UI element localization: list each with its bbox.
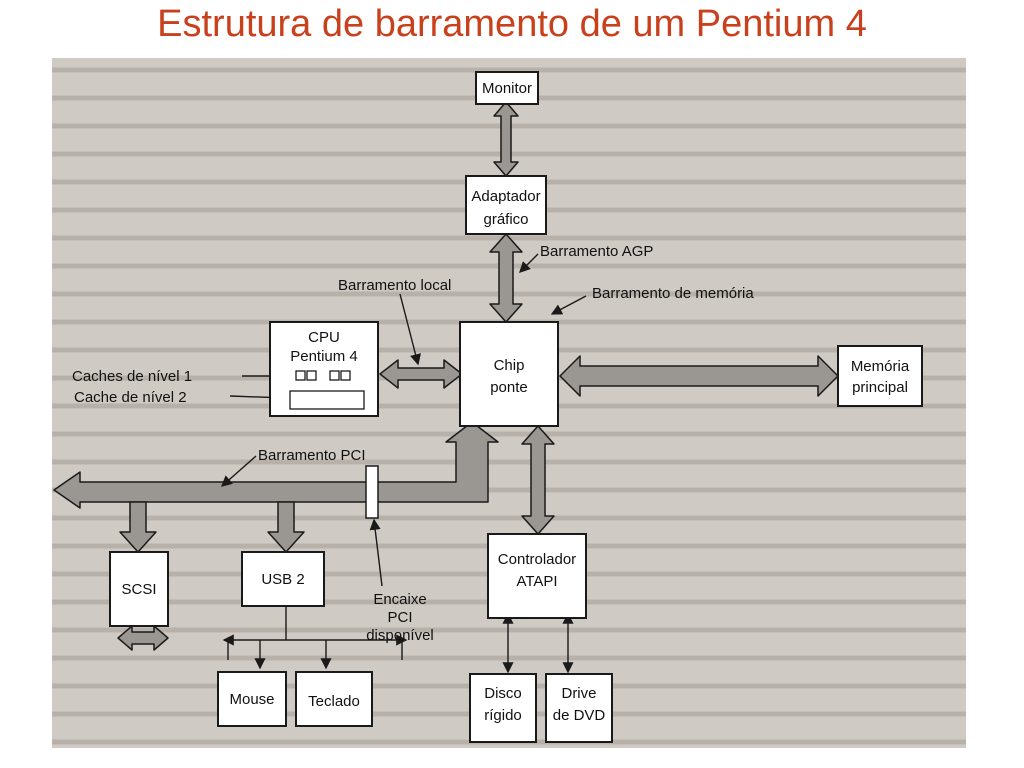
l1-cache-d xyxy=(340,370,351,381)
graphics-adapter-label-1: Adaptador xyxy=(471,188,540,205)
bus-arrow-pci-usb xyxy=(267,501,305,553)
atapi-label-2: ATAPI xyxy=(516,573,557,590)
bus-diagram: Monitor Adaptador gráfico CPU Pentium 4 … xyxy=(52,67,966,745)
bus-arrow-scsi xyxy=(117,625,169,651)
local-bus-label: Barramento local xyxy=(338,277,451,294)
chip-bridge-label-1: Chip xyxy=(494,357,525,374)
mouse-label: Mouse xyxy=(229,691,274,708)
bus-arrow-atapi xyxy=(521,425,555,535)
scsi-box xyxy=(109,551,169,627)
local-bus-label-pointer xyxy=(399,293,421,366)
bus-arrow-memory xyxy=(559,355,839,397)
level2-cache-label: Cache de nível 2 xyxy=(74,389,187,406)
level1-caches-label: Caches de nível 1 xyxy=(72,368,192,385)
hard-disk-label-2: rígido xyxy=(484,707,522,724)
dvd-drive-label-1: Drive xyxy=(561,685,596,702)
dvd-drive-box xyxy=(545,673,613,743)
dvd-drive-label-2: de DVD xyxy=(553,707,606,724)
monitor-box xyxy=(475,71,539,105)
l2-cache xyxy=(289,390,365,410)
pci-slot-label-2: PCI xyxy=(387,609,412,626)
keyboard-label: Teclado xyxy=(308,693,360,710)
hard-disk-box xyxy=(469,673,537,743)
l1-cache-a xyxy=(295,370,306,381)
atapi-controller-box xyxy=(487,533,587,619)
main-memory-label-1: Memória xyxy=(851,358,910,375)
graphics-adapter-box xyxy=(465,175,547,235)
main-memory-label-2: principal xyxy=(852,379,908,396)
bus-arrow-monitor-adapter xyxy=(493,101,519,177)
pci-label-pointer xyxy=(220,455,257,487)
pci-slot xyxy=(365,465,379,519)
agp-label-pointer xyxy=(519,253,539,273)
mouse-box xyxy=(217,671,287,727)
graphics-adapter-label-2: gráfico xyxy=(483,211,528,228)
pci-bus-label: Barramento PCI xyxy=(258,447,366,464)
monitor-label: Monitor xyxy=(482,80,532,97)
chip-bridge-box xyxy=(459,321,559,427)
l1-cache-b xyxy=(306,370,317,381)
usb-box xyxy=(241,551,325,607)
diagram-scan: Monitor Adaptador gráfico CPU Pentium 4 … xyxy=(52,58,966,748)
bus-arrow-agp xyxy=(489,233,523,323)
pci-slot-label-3: disponível xyxy=(366,627,434,644)
chip-bridge-label-2: ponte xyxy=(490,379,528,396)
usb-label: USB 2 xyxy=(261,571,304,588)
atapi-label-1: Controlador xyxy=(498,551,576,568)
cpu-label-1: CPU xyxy=(308,329,340,346)
main-memory-box xyxy=(837,345,923,407)
l1-cache-c xyxy=(329,370,340,381)
memory-bus-label-pointer xyxy=(550,295,587,315)
keyboard-box xyxy=(295,671,373,727)
bus-arrow-pci-scsi xyxy=(119,501,157,553)
hard-disk-label-1: Disco xyxy=(484,685,522,702)
pci-slot-pointer xyxy=(369,518,383,587)
page-title: Estrutura de barramento de um Pentium 4 xyxy=(157,3,867,45)
memory-bus-label: Barramento de memória xyxy=(592,285,754,302)
scsi-label: SCSI xyxy=(121,581,156,598)
cpu-label-2: Pentium 4 xyxy=(290,348,358,365)
bus-arrow-local xyxy=(379,359,463,389)
pci-slot-label-1: Encaixe xyxy=(373,591,426,608)
agp-bus-label: Barramento AGP xyxy=(540,243,653,260)
